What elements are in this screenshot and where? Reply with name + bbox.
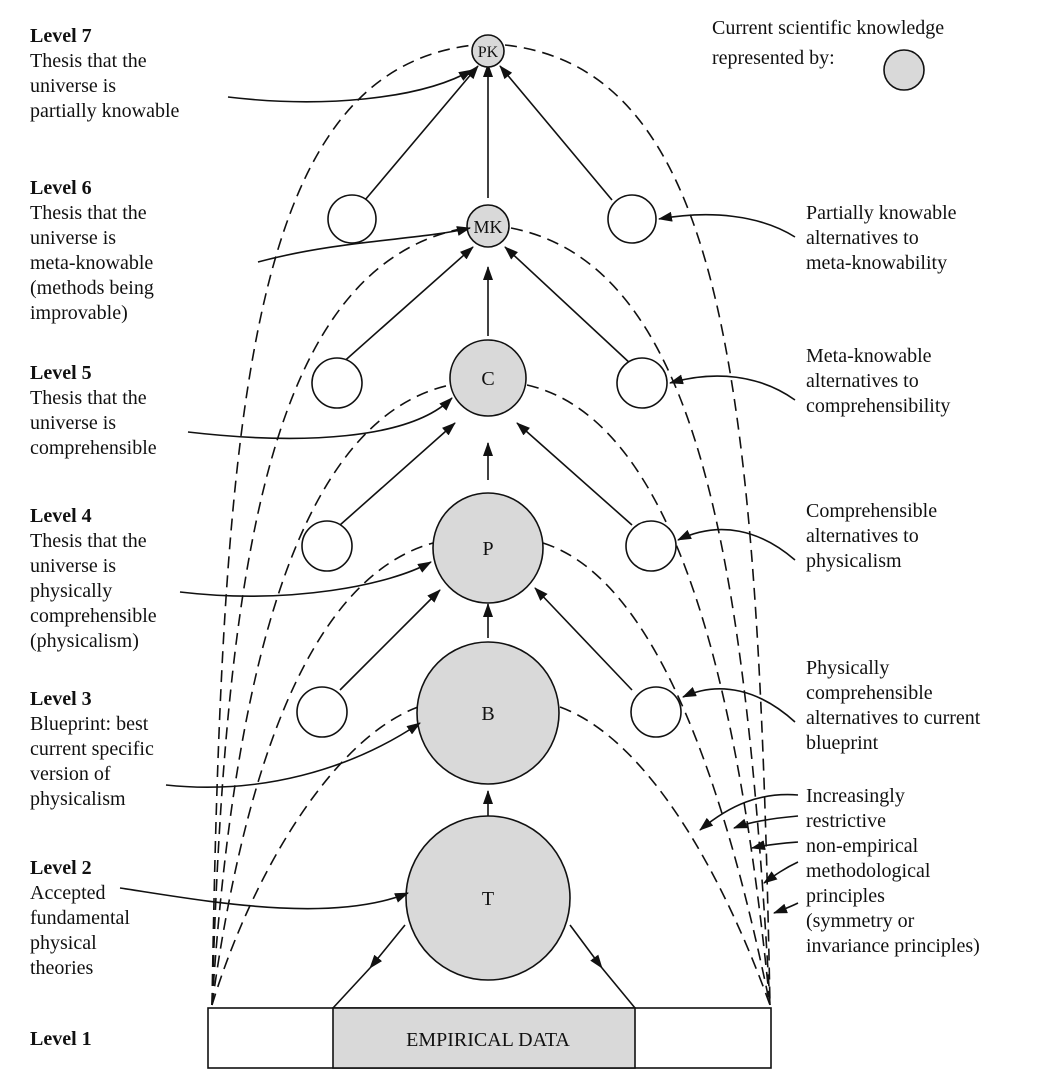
level-3-desc-2: current specific — [30, 738, 154, 760]
alt-6-line-1: Partially knowable — [806, 202, 957, 224]
alt-5-line-3: comprehensibility — [806, 395, 951, 417]
alt-node-right-5 — [616, 357, 668, 409]
level-5-desc-3: comprehensible — [30, 437, 157, 459]
principle-curve-b — [211, 706, 771, 1006]
level-5-desc-2: universe is — [30, 412, 117, 434]
level-6-desc-3: meta-knowable — [30, 252, 154, 274]
node-label-b: B — [481, 703, 494, 725]
hierarchy-arrows — [339, 63, 633, 969]
level-2-title: Level 2 — [30, 857, 92, 879]
principle-curve-p — [211, 542, 771, 1006]
principle-curve-c — [211, 384, 771, 1006]
level-2-desc-1: Accepted — [30, 882, 106, 904]
level-7-title: Level 7 — [30, 25, 92, 47]
alt-5-line-1: Meta-knowable — [806, 345, 932, 367]
level-4-desc-5: (physicalism) — [30, 630, 139, 652]
alt-6-line-3: meta-knowability — [806, 252, 948, 274]
principles-line-1: Increasingly — [806, 785, 905, 807]
level-6-desc-1: Thesis that the — [30, 202, 147, 224]
level-3-desc-3: version of — [30, 763, 111, 785]
legend-symbol — [883, 49, 925, 91]
legend-line-1: Current scientific knowledge — [712, 17, 945, 39]
principles-line-5: principles — [806, 885, 885, 907]
level-1-title: Level 1 — [30, 1028, 92, 1050]
level-6-desc-4: (methods being — [30, 277, 154, 299]
alt-3-line-4: blueprint — [806, 732, 879, 754]
level-5-title: Level 5 — [30, 362, 92, 384]
alt-4-line-1: Comprehensible — [806, 500, 938, 522]
legend-line-2: represented by: — [712, 47, 835, 69]
alternative-nodes — [296, 194, 682, 738]
node-label-pk: PK — [478, 44, 499, 61]
node-label-c: C — [481, 368, 494, 390]
alt-6-line-2: alternatives to — [806, 227, 919, 249]
alt-node-left-6 — [327, 194, 377, 244]
level-6-title: Level 6 — [30, 177, 92, 199]
node-pk — [471, 34, 505, 68]
principles-line-4: methodological — [806, 860, 931, 882]
level-6-desc-5: improvable) — [30, 302, 128, 324]
level-2-desc-3: physical — [30, 932, 97, 954]
alt-3-line-1: Physically — [806, 657, 890, 679]
node-mk — [466, 204, 510, 248]
principles-line-2: restrictive — [806, 810, 886, 832]
alt-node-right-3 — [630, 686, 682, 738]
level-4-desc-1: Thesis that the — [30, 530, 147, 552]
node-label-mk: MK — [473, 217, 502, 237]
alt-4-line-3: physicalism — [806, 550, 902, 572]
principle-curves — [211, 44, 771, 1006]
level-4-desc-3: physically — [30, 580, 113, 602]
right-callouts — [658, 211, 799, 914]
alt-4-line-2: alternatives to — [806, 525, 919, 547]
level-3-desc-1: Blueprint: best — [30, 713, 149, 735]
level-6-desc-2: universe is — [30, 227, 117, 249]
alt-node-right-4 — [625, 520, 677, 572]
current-nodes — [405, 34, 571, 981]
empirical-data-box — [332, 1007, 636, 1069]
principles-line-6: (symmetry or — [806, 910, 915, 932]
level-3-desc-4: physicalism — [30, 788, 126, 810]
level-2-desc-2: fundamental — [30, 907, 130, 929]
left-callouts — [119, 69, 473, 910]
node-p — [432, 492, 544, 604]
principle-curve-mk — [211, 227, 771, 1006]
principles-line-3: non-empirical — [806, 835, 919, 857]
level-7-desc-3: partially knowable — [30, 100, 180, 122]
node-b — [416, 641, 560, 785]
principle-curve-pk — [211, 44, 771, 1006]
level-2-desc-4: theories — [30, 957, 94, 979]
alt-5-line-2: alternatives to — [806, 370, 919, 392]
node-c — [449, 339, 527, 417]
level-4-desc-4: comprehensible — [30, 605, 157, 627]
alt-node-left-3 — [296, 686, 348, 738]
node-labels: T B P C MK PK — [473, 44, 502, 910]
alt-3-line-2: comprehensible — [806, 682, 933, 704]
empirical-data-base: EMPIRICAL DATA — [207, 1007, 772, 1069]
alt-node-left-5 — [311, 357, 363, 409]
level-5-desc-1: Thesis that the — [30, 387, 147, 409]
node-label-t: T — [482, 888, 494, 910]
level-4-title: Level 4 — [30, 505, 92, 527]
level-3-title: Level 3 — [30, 688, 92, 710]
node-label-p: P — [482, 538, 493, 560]
level-4-desc-2: universe is — [30, 555, 117, 577]
alt-node-right-6 — [607, 194, 657, 244]
level-7-desc-2: universe is — [30, 75, 117, 97]
empirical-data-label: EMPIRICAL DATA — [406, 1029, 570, 1051]
level-7-desc-1: Thesis that the — [30, 50, 147, 72]
base-lines — [332, 967, 636, 1009]
alt-node-left-4 — [301, 520, 353, 572]
alt-3-line-3: alternatives to current — [806, 707, 981, 729]
principles-line-7: invariance principles) — [806, 935, 980, 957]
